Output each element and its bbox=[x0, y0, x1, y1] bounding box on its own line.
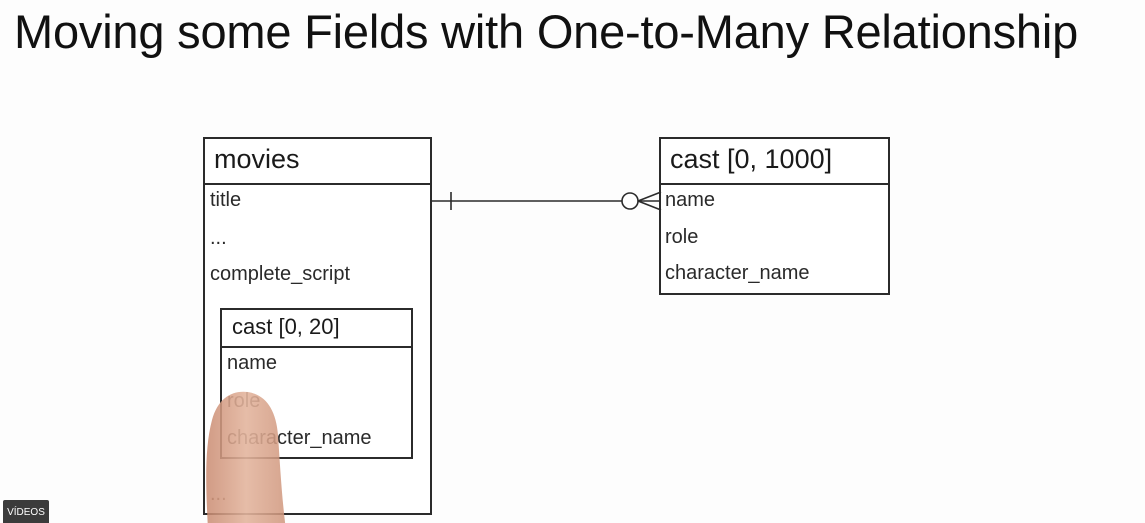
zero-cardinality-circle bbox=[621, 192, 639, 210]
movies-field-ellipsis: ... bbox=[210, 227, 227, 249]
videos-badge[interactable]: VÍDEOS bbox=[3, 500, 49, 523]
cast-nested-field-role: role bbox=[227, 390, 261, 412]
cast-entity: cast [0, 1000] name role character_name bbox=[659, 137, 890, 295]
movies-field-complete-script: complete_script bbox=[210, 263, 351, 285]
cast-nested-field-character-name: character_name bbox=[227, 427, 372, 449]
crows-foot-lower bbox=[637, 200, 662, 211]
cast-field-name: name bbox=[665, 189, 716, 211]
cast-field-character-name: character_name bbox=[665, 262, 810, 284]
crows-foot-upper bbox=[637, 191, 662, 202]
cast-field-role: role bbox=[665, 226, 699, 248]
cast-entity-header: cast [0, 1000] bbox=[661, 139, 888, 185]
cast-nested-entity: cast [0, 20] name role character_name bbox=[220, 308, 413, 459]
slide-title: Moving some Fields with One-to-Many Rela… bbox=[14, 5, 1079, 58]
cast-nested-entity-header: cast [0, 20] bbox=[222, 310, 411, 348]
cast-nested-field-name: name bbox=[227, 352, 278, 374]
movies-entity-header: movies bbox=[205, 139, 430, 185]
movies-field-ellipsis-bottom: ... bbox=[210, 483, 227, 505]
movies-field-title: title bbox=[210, 189, 242, 211]
